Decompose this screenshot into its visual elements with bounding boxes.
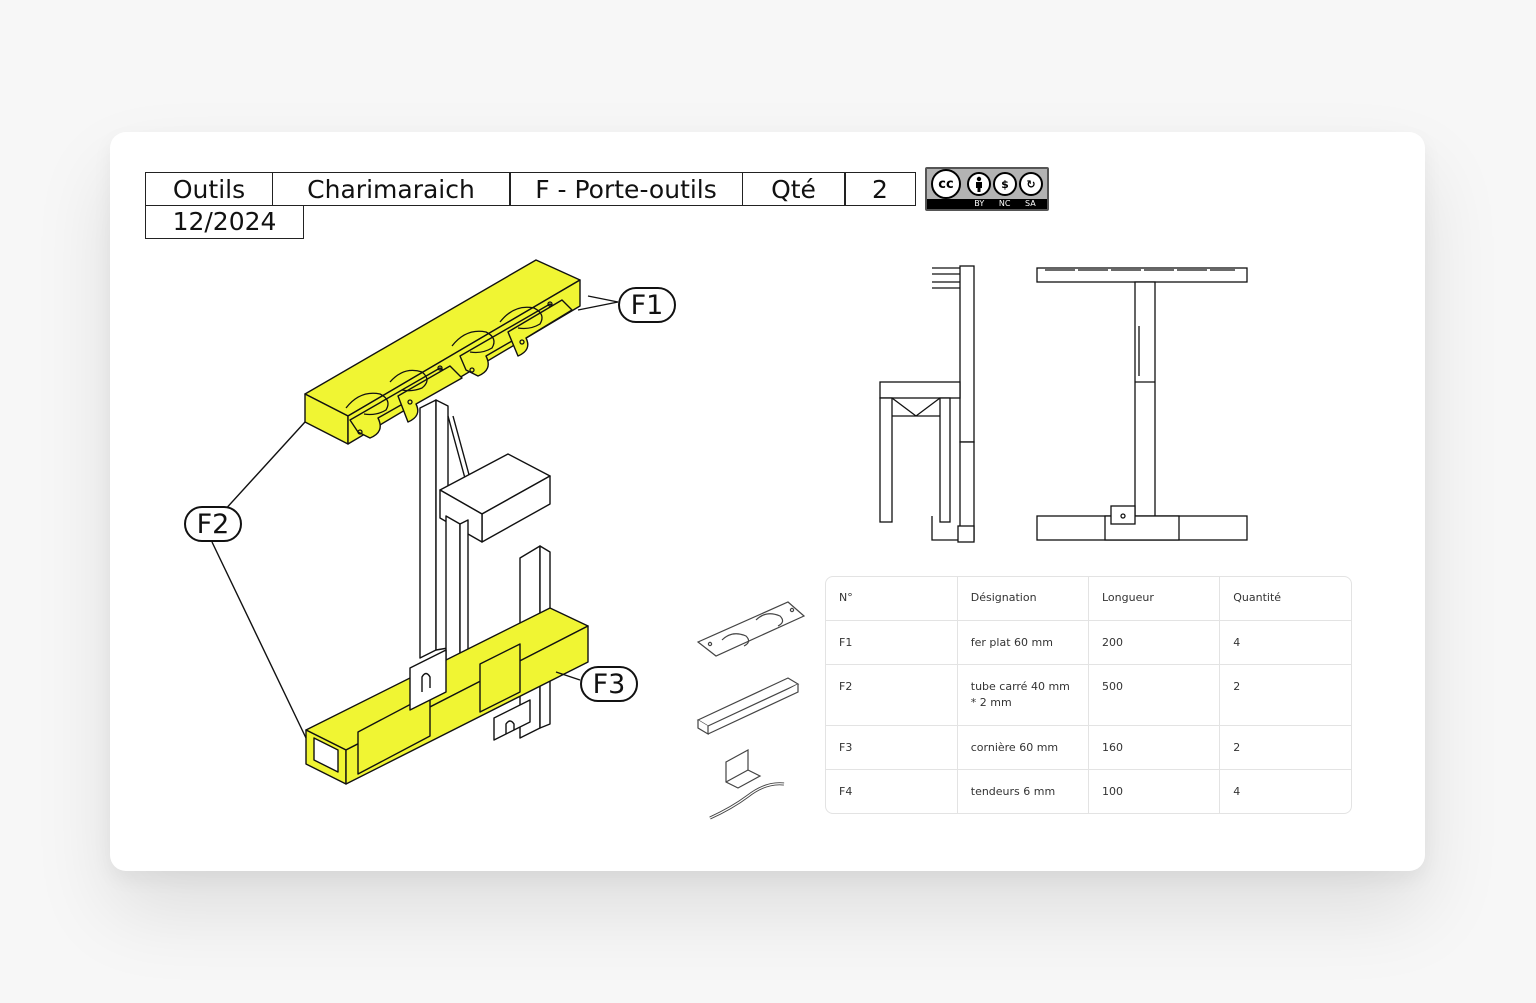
- cell-quantity: 4: [1219, 620, 1351, 665]
- part-cell: F - Porte-outils: [509, 172, 743, 206]
- category-cell: Outils: [145, 172, 273, 206]
- base-plate-right: [493, 699, 531, 741]
- square-tube-thumbnail: [696, 677, 800, 727]
- nc-dollar-icon: $: [993, 172, 1017, 196]
- cell-number: F3: [826, 725, 958, 770]
- parts-list-table: N° Désignation Longueur Quantité F1 fer …: [825, 576, 1352, 814]
- angle-iron-thumbnail: [725, 748, 762, 789]
- cell-number: F4: [826, 769, 958, 813]
- hook-plate-2: [397, 365, 463, 423]
- table-row: F2 tube carré 40 mm * 2 mm 500 2: [826, 664, 1351, 726]
- cell-length: 160: [1088, 725, 1221, 770]
- base-plate-left: [409, 649, 447, 711]
- cc-license-badge: cc $ ↻ BY NC SA: [925, 167, 1049, 211]
- callout-f2: F2: [184, 506, 242, 542]
- cell-designation: tube carré 40 mm * 2 mm: [957, 664, 1090, 726]
- post-left: [419, 399, 437, 659]
- project-cell: Charimaraich: [271, 172, 511, 206]
- cell-designation: fer plat 60 mm: [957, 620, 1090, 665]
- cc-label-nc: NC: [998, 199, 1011, 208]
- side-view-drawing: [879, 265, 975, 543]
- flat-bar-thumbnail: [696, 601, 806, 657]
- table-row: F3 cornière 60 mm 160 2: [826, 725, 1351, 770]
- col-header-length: Longueur: [1088, 577, 1221, 621]
- sa-share-icon: ↻: [1019, 172, 1043, 196]
- qty-value-cell: 2: [844, 172, 916, 206]
- col-header-number: N°: [826, 577, 958, 621]
- cc-labels: BY NC SA: [967, 199, 1043, 208]
- callout-f3: F3: [580, 666, 638, 702]
- cell-designation: cornière 60 mm: [957, 725, 1090, 770]
- angle-bracket: [357, 693, 431, 775]
- callout-f1: F1: [618, 287, 676, 323]
- title-block: Outils Charimaraich F - Porte-outils Qté…: [145, 172, 916, 239]
- cell-number: F2: [826, 664, 958, 726]
- table-row: F1 fer plat 60 mm 200 4: [826, 620, 1351, 665]
- cell-quantity: 4: [1233, 785, 1241, 798]
- table-header-row: N° Désignation Longueur Quantité: [826, 577, 1351, 621]
- table-row: F4 tendeurs 6 mm 100 4: [826, 769, 1351, 813]
- col-header-quantity: Quantité: [1219, 577, 1351, 621]
- date-cell: 12/2024: [145, 204, 304, 239]
- cell-length: 200: [1088, 620, 1221, 665]
- cell-quantity: 2: [1219, 725, 1351, 770]
- cell-length: 100: [1088, 769, 1221, 813]
- drawing-sheet: Outils Charimaraich F - Porte-outils Qté…: [110, 132, 1425, 871]
- cc-label-by: BY: [974, 199, 985, 208]
- isometric-assembly-drawing: [211, 259, 619, 785]
- front-view-drawing: [1036, 267, 1248, 541]
- cc-icon: cc: [931, 169, 961, 199]
- col-header-designation: Désignation: [957, 577, 1090, 621]
- part-thumbnails: [696, 601, 806, 820]
- qty-label-cell: Qté: [741, 172, 846, 206]
- top-rail-top: [304, 259, 581, 417]
- by-person-icon: [967, 172, 991, 196]
- cell-designation: tendeurs 6 mm: [957, 769, 1090, 813]
- cell-quantity: 2: [1219, 664, 1351, 726]
- cc-label-sa: SA: [1025, 199, 1036, 208]
- cell-number: F1: [826, 620, 958, 665]
- cell-length: 500: [1088, 664, 1221, 726]
